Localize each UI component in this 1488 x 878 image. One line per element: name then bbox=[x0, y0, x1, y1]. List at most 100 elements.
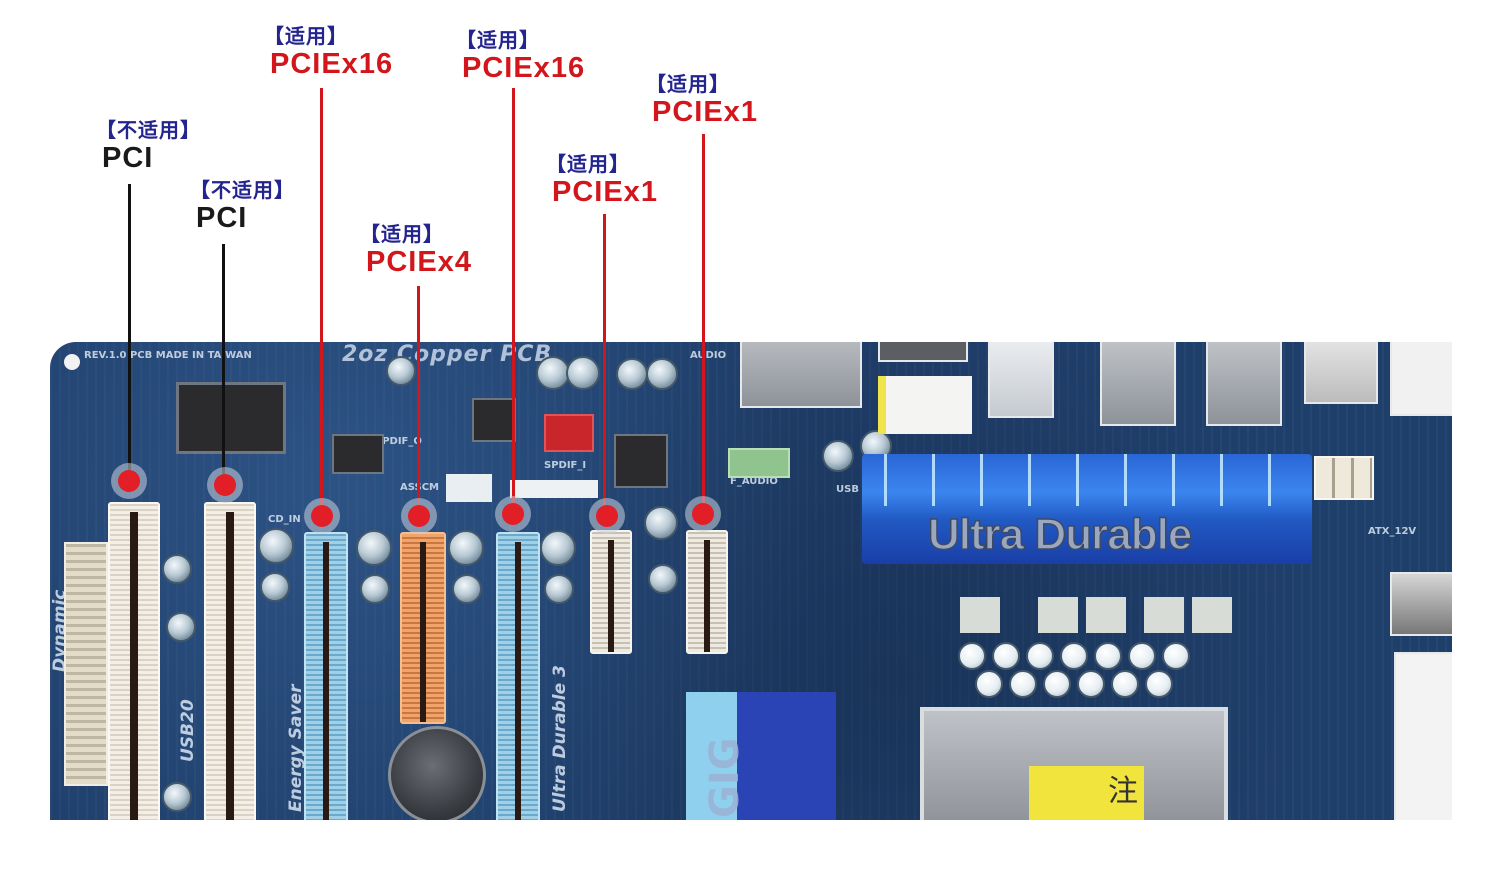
marker-dot-pcie1-2 bbox=[692, 503, 714, 525]
capacitor bbox=[644, 506, 678, 540]
f-audio-header bbox=[728, 448, 790, 478]
callout-tag: 【适用】 bbox=[546, 152, 630, 176]
vrm-capacitor bbox=[1128, 642, 1156, 670]
capacitor bbox=[162, 782, 192, 812]
leader-line-pci-2 bbox=[222, 244, 225, 484]
callout-pcie1-1: 【适用】 PCIEx1 bbox=[546, 152, 658, 208]
choke bbox=[1192, 597, 1232, 633]
leader-line-pcie16-1 bbox=[320, 88, 323, 514]
right-edge-panel bbox=[1394, 652, 1452, 820]
callout-tag: 【适用】 bbox=[456, 28, 540, 52]
vrm-capacitor bbox=[975, 670, 1003, 698]
callout-tag: 【不适用】 bbox=[96, 118, 201, 142]
callout-slot-type: PCIEx1 bbox=[652, 96, 758, 128]
callout-pcie16-1: 【适用】 PCIEx16 bbox=[264, 24, 393, 80]
callout-tag: 【适用】 bbox=[360, 222, 444, 246]
silk-gig: GIG bbox=[702, 737, 748, 818]
choke bbox=[960, 597, 1000, 633]
chipset-heatsink bbox=[686, 692, 836, 820]
leader-line-pcie16-2 bbox=[512, 88, 515, 512]
vrm-capacitor bbox=[1060, 642, 1088, 670]
pcie-x16-slot-2 bbox=[496, 532, 540, 820]
callout-pcie16-2: 【适用】 PCIEx16 bbox=[456, 28, 585, 84]
silk-usb: USB bbox=[836, 484, 859, 495]
vrm-capacitor bbox=[1026, 642, 1054, 670]
silk-ultra-durable-3: Ultra Durable 3 bbox=[550, 665, 570, 812]
pcie-x1-slot-1 bbox=[590, 530, 632, 654]
lan-port-2 bbox=[1206, 342, 1282, 426]
callout-pci-2: 【不适用】 PCI bbox=[190, 178, 295, 234]
marker-dot-pci-2 bbox=[214, 474, 236, 496]
motherboard-photo: REV.1.0 PCB MADE IN TAIWAN 2oz Copper PC… bbox=[50, 342, 1452, 820]
capacitor bbox=[566, 356, 600, 390]
capacitor bbox=[356, 530, 392, 566]
marker-dot-pcie1-1 bbox=[596, 505, 618, 527]
capacitor bbox=[258, 528, 294, 564]
capacitor bbox=[452, 574, 482, 604]
marker-dot-pcie16-1 bbox=[311, 505, 333, 527]
esata-port bbox=[878, 342, 968, 362]
silk-rev: REV.1.0 PCB MADE IN TAIWAN bbox=[84, 350, 252, 361]
callout-slot-type: PCIEx16 bbox=[270, 48, 394, 80]
pcie-x16-slot-1 bbox=[304, 532, 348, 820]
marker-dot-pci-1 bbox=[118, 470, 140, 492]
small-chip bbox=[472, 398, 516, 442]
pcie-x4-slot bbox=[400, 532, 446, 724]
capacitor bbox=[822, 440, 854, 472]
silk-atx-12v: ATX_12V bbox=[1368, 526, 1417, 537]
capacitor bbox=[162, 554, 192, 584]
leader-line-pcie1-1 bbox=[603, 214, 606, 514]
leader-line-pcie1-2 bbox=[702, 134, 705, 512]
barcode-sticker bbox=[878, 376, 972, 434]
callout-pci-1: 【不适用】 PCI bbox=[96, 118, 201, 174]
cmos-battery bbox=[388, 726, 486, 820]
white-sticker-2 bbox=[510, 480, 598, 498]
vrm-capacitor bbox=[1094, 642, 1122, 670]
ide-connector bbox=[64, 542, 108, 786]
callout-pcie4: 【适用】 PCIEx4 bbox=[360, 222, 472, 278]
capacitor bbox=[386, 356, 416, 386]
capacitor bbox=[648, 564, 678, 594]
right-edge-connector bbox=[1390, 572, 1452, 636]
capacitor bbox=[448, 530, 484, 566]
capacitor bbox=[540, 530, 576, 566]
capacitor bbox=[166, 612, 196, 642]
silk-energy-saver: Energy Saver bbox=[286, 684, 306, 812]
vrm-capacitor bbox=[1043, 670, 1071, 698]
capacitor bbox=[360, 574, 390, 604]
callout-slot-type: PCI bbox=[196, 202, 248, 234]
capacitor bbox=[544, 574, 574, 604]
silk-usb20: USB20 bbox=[178, 699, 198, 762]
silk-f-audio: F_AUDIO bbox=[730, 476, 778, 487]
leader-line-pcie4 bbox=[417, 286, 420, 514]
choke bbox=[1038, 597, 1078, 633]
callout-tag: 【不适用】 bbox=[190, 178, 295, 202]
vrm-capacitor bbox=[992, 642, 1020, 670]
vrm-capacitor bbox=[1145, 670, 1173, 698]
cpu-socket: 注 bbox=[920, 707, 1228, 820]
right-edge-bracket bbox=[1390, 342, 1452, 416]
choke bbox=[1086, 597, 1126, 633]
callout-tag: 【适用】 bbox=[646, 72, 730, 96]
vrm-capacitor bbox=[1162, 642, 1190, 670]
leader-line-pci-1 bbox=[128, 184, 131, 480]
silk-spdif-i: SPDIF_I bbox=[544, 460, 587, 471]
vrm-capacitor bbox=[1111, 670, 1139, 698]
audio-jack-block bbox=[740, 342, 862, 408]
vrm-capacitor bbox=[1009, 670, 1037, 698]
callout-slot-type: PCIEx4 bbox=[366, 246, 472, 278]
audio-codec-chip bbox=[176, 382, 286, 454]
vrm-capacitor bbox=[1077, 670, 1105, 698]
white-sticker bbox=[446, 474, 492, 502]
marker-dot-pcie4 bbox=[408, 505, 430, 527]
vrm-capacitor bbox=[958, 642, 986, 670]
callout-pcie1-2: 【适用】 PCIEx1 bbox=[646, 72, 758, 128]
callout-tag: 【适用】 bbox=[264, 24, 348, 48]
callout-slot-type: PCI bbox=[102, 142, 154, 174]
choke bbox=[1144, 597, 1184, 633]
mounting-hole bbox=[64, 354, 80, 370]
capacitor bbox=[260, 572, 290, 602]
silk-copper-pcb: 2oz Copper PCB bbox=[342, 342, 553, 367]
cpu-socket-sticker: 注 bbox=[1029, 766, 1144, 820]
